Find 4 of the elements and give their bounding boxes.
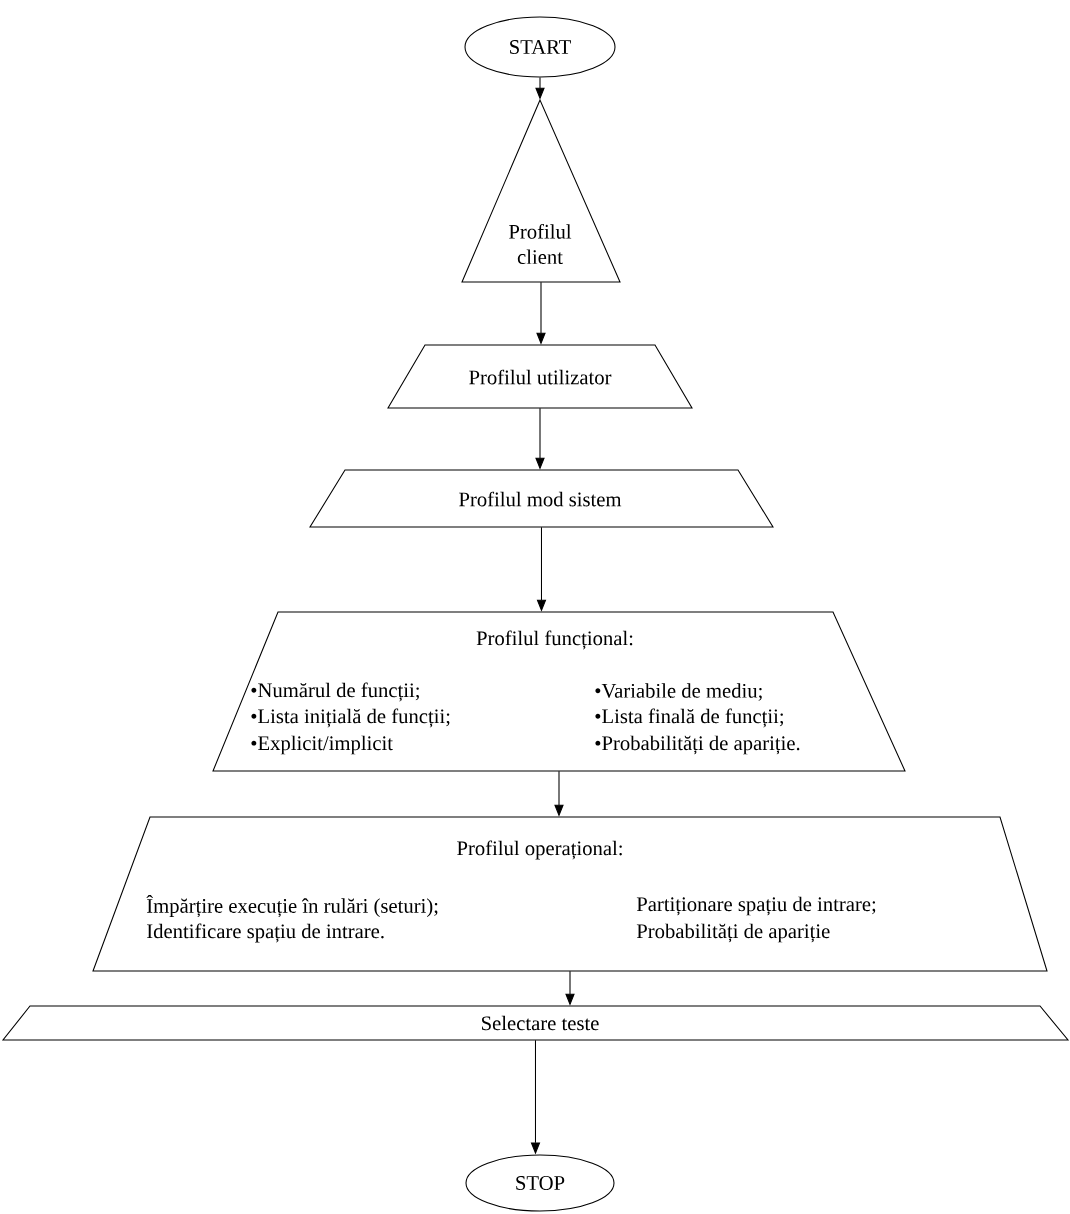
trapezoid-box: Profilul utilizator <box>387 344 693 409</box>
trapezoid-box: Profilul operațional: Împărțire execuție în rulări (seturi); Identificare spațiu de intrare. Partiționare spațiu de intrare; Probabilități de apariție <box>92 816 1048 972</box>
trapezoid-box: Profilul funcțional: •Numărul de funcții; •Lista inițială de funcții; •Explicit/implicit •Variabile de mediu; •Lista finală de funcții; •Probabilități de apariție. <box>212 611 906 772</box>
trapezoid-box: Profilul mod sistem <box>309 469 774 528</box>
